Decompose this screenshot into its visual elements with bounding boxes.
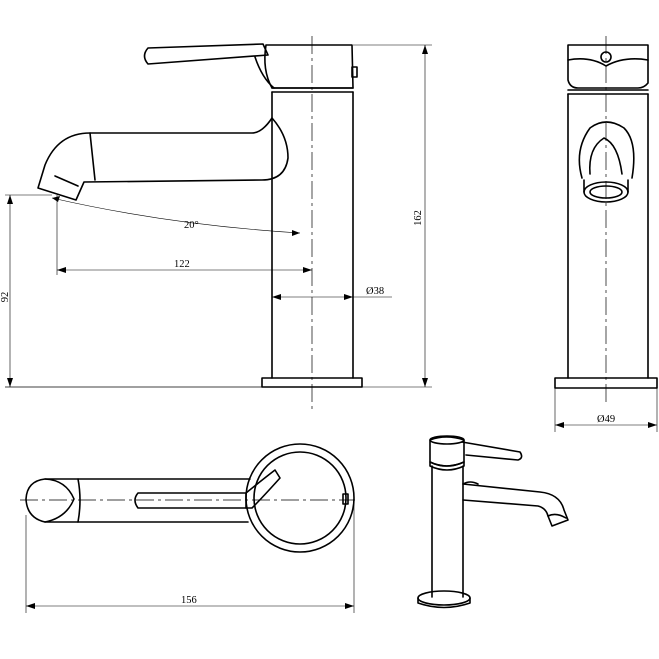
- iso-body: [431, 465, 464, 598]
- spout-height-label: 92: [0, 292, 11, 303]
- body-diameter-label: Ø38: [366, 286, 384, 297]
- iso-lever-handle: [461, 441, 523, 461]
- front-cartridge-cap: [567, 44, 649, 89]
- front-spout: [578, 121, 635, 179]
- front-body: [567, 93, 649, 379]
- front-elevation-view: Ø49: [554, 36, 658, 432]
- side-cartridge-cap: [264, 44, 354, 89]
- plan-spout: [25, 478, 251, 523]
- angle-dimension-label: 20°: [184, 220, 199, 231]
- reach-dimension-label: 122: [174, 259, 190, 270]
- plan-body-inner-circle: [253, 451, 347, 545]
- isometric-view: [417, 435, 569, 609]
- iso-spout: [462, 483, 569, 527]
- total-height-label: 162: [413, 210, 424, 226]
- side-spout: [37, 117, 289, 201]
- plan-lever-handle: [134, 469, 281, 509]
- plan-view: 156: [20, 443, 355, 613]
- iso-cartridge-cap: [429, 436, 465, 467]
- side-lever-handle: [143, 43, 269, 65]
- base-diameter-label: Ø49: [597, 414, 615, 425]
- side-body: [271, 91, 354, 379]
- side-elevation-view: 20° 122 Ø38 92 162: [0, 36, 432, 410]
- plan-length-label: 156: [181, 595, 197, 606]
